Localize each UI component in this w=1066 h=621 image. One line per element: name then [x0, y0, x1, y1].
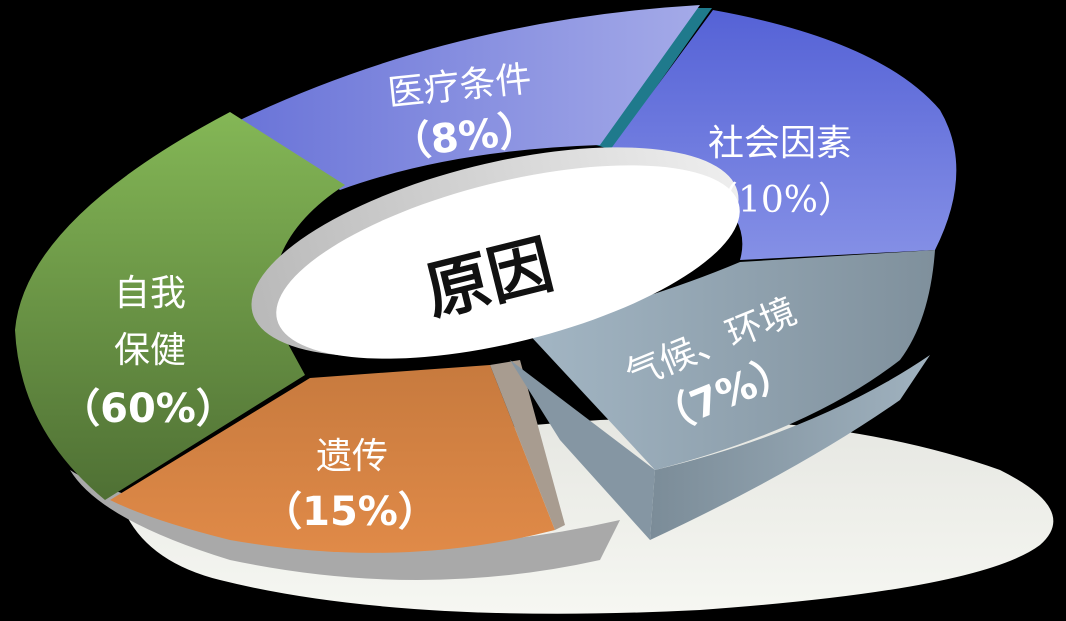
label-genetics-name: 遗传 [316, 436, 388, 477]
label-social-name: 社会因素 [708, 123, 852, 164]
center-hub [276, 165, 740, 359]
slice-social [610, 10, 957, 260]
slice-self-care [15, 112, 345, 500]
slice-genetics-side [490, 360, 565, 530]
label-self-care-line2: 保健 [114, 330, 186, 371]
label-genetics-pct: （15%） [262, 489, 438, 535]
slice-medical [240, 5, 700, 190]
slice-edge-teal [596, 8, 712, 150]
pie-base-rim [70, 470, 620, 580]
label-social-pct: （10%） [702, 180, 854, 221]
slice-genetics [110, 365, 555, 553]
label-self-care-pct: （60%） [60, 386, 236, 432]
slice-climate-inner-side [510, 360, 655, 540]
label-self-care-line1: 自我 [114, 273, 186, 314]
slice-climate-side [650, 355, 930, 540]
